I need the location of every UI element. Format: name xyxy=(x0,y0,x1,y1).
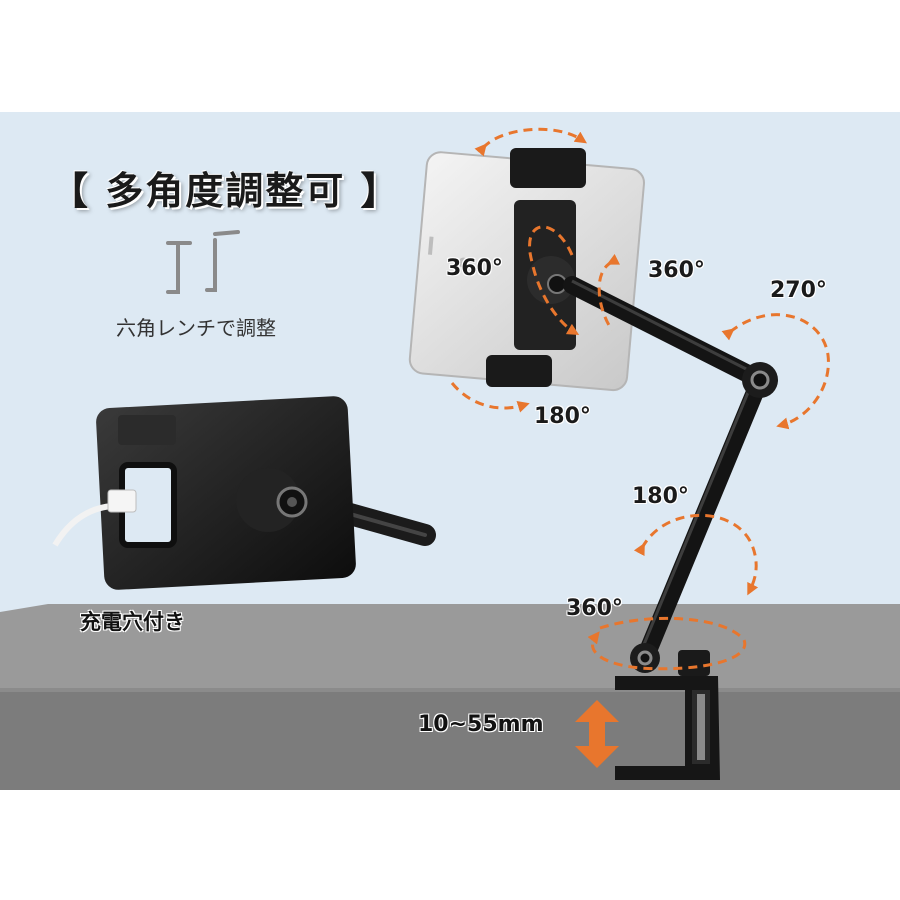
clamp-thickness-label: 10~55mm xyxy=(418,712,544,737)
holder-tilt-arrow xyxy=(450,382,530,413)
base-swivel-arrow xyxy=(587,616,747,671)
joint-swivel-arrow xyxy=(597,253,621,331)
hex-wrench-icon xyxy=(166,230,240,294)
desk-front xyxy=(0,690,900,790)
double-arrow-icon xyxy=(575,700,619,768)
top-swivel-arrow xyxy=(474,127,587,157)
wrench-caption: 六角レンチで調整 xyxy=(116,316,276,340)
base-swivel-label: 360° xyxy=(566,596,623,621)
rotation-arrows xyxy=(450,127,830,671)
lower-arm-angle-label: 180° xyxy=(632,484,689,509)
desk xyxy=(0,604,900,790)
holder-rotation-label: 360° xyxy=(446,256,503,281)
holder-tilt-label: 180° xyxy=(534,404,591,429)
holder-closeup xyxy=(96,396,436,590)
ball-mount xyxy=(236,468,300,532)
charging-hole-caption: 充電穴付き xyxy=(80,610,185,634)
elbow-arrow xyxy=(721,313,830,430)
desk-clamp xyxy=(615,650,720,780)
lower-arm-arrow xyxy=(633,513,759,596)
bottom-margin xyxy=(0,790,900,900)
elbow-angle-label: 270° xyxy=(770,278,827,303)
charging-cable-icon xyxy=(52,489,137,547)
joint-swivel-label: 360° xyxy=(648,258,705,283)
headline-title: 【 多角度調整可 】 xyxy=(50,169,401,213)
top-margin xyxy=(0,0,900,112)
